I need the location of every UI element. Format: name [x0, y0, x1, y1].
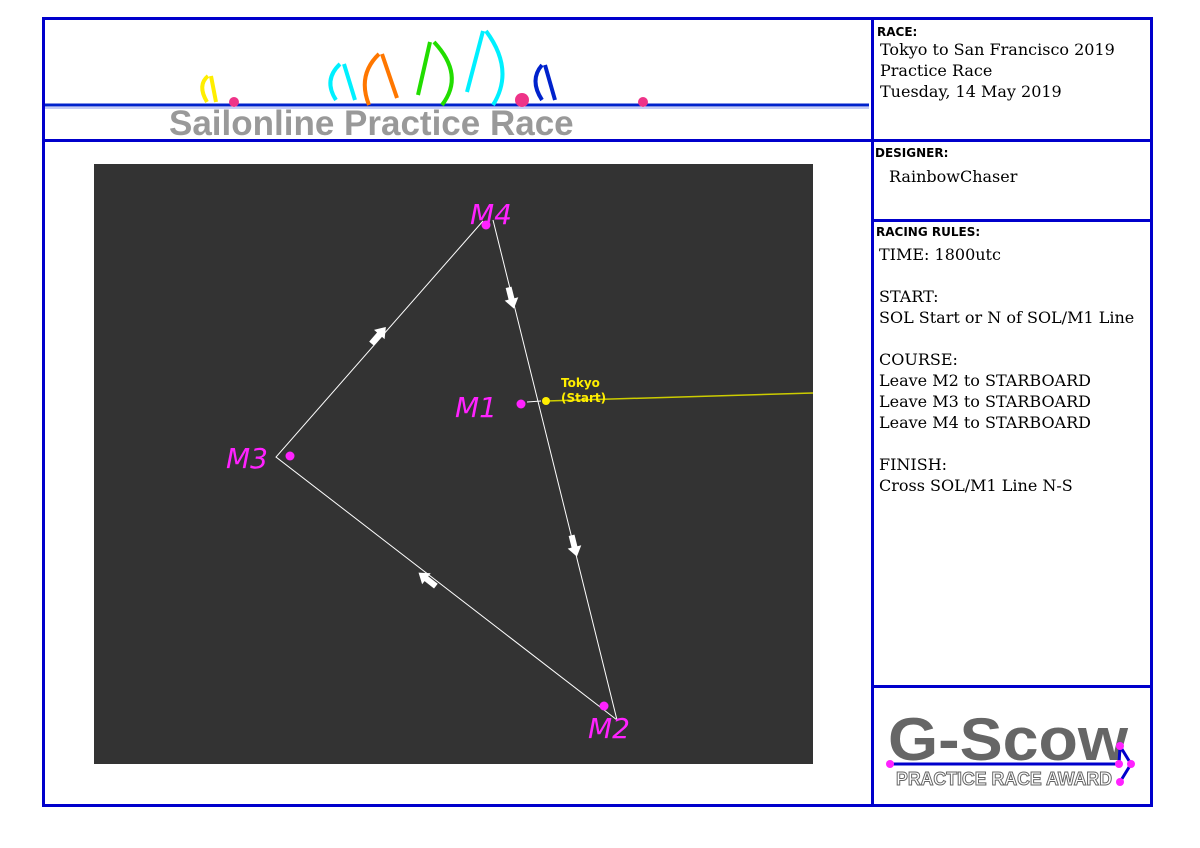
rules-line	[879, 328, 1134, 349]
rules-line	[879, 433, 1134, 454]
course-lines	[275, 219, 618, 722]
mark-m2-label: M2	[588, 712, 630, 745]
rules-line: START:	[879, 287, 939, 306]
banner-title: Sailonline Practice Race	[169, 104, 574, 138]
mark-m4-dot	[481, 220, 491, 230]
mark-m2-dot	[599, 701, 609, 711]
race-type: Practice Race	[880, 61, 993, 80]
banner-dot	[515, 93, 529, 107]
start-point[interactable]	[542, 397, 550, 405]
award-logo: G-Scow PRACTICE RACE AWARD	[886, 706, 1135, 790]
mark-m4-label: M4	[470, 198, 512, 231]
mark-m3-dot	[285, 451, 295, 461]
rules-line: TIME: 1800utc	[879, 245, 1001, 264]
course-map[interactable]: M4 M1 M3 M2 Tokyo (Start)	[94, 164, 814, 764]
rules-line: Leave M2 to STARBOARD	[879, 371, 1091, 390]
rules-line: FINISH:	[879, 455, 948, 474]
arrow-icon	[418, 572, 438, 589]
designer-label: DESIGNER:	[875, 146, 949, 160]
award-title: G-Scow	[888, 706, 1128, 773]
rules-line: Cross SOL/M1 Line N-S	[879, 476, 1073, 495]
rules-line: COURSE:	[879, 350, 958, 369]
course-arrows	[369, 286, 582, 589]
rules-line: SOL Start or N of SOL/M1 Line	[879, 308, 1135, 327]
rules-label: RACING RULES:	[876, 225, 981, 239]
rules-text: TIME: 1800utc START: SOL Start or N of S…	[879, 244, 1134, 496]
mark-m3-label: M3	[226, 442, 268, 475]
award-subtitle: PRACTICE RACE AWARD	[896, 769, 1112, 789]
arrow-icon	[504, 286, 519, 309]
banner-logo: Sailonline Practice Race	[45, 29, 869, 138]
arrow-icon	[567, 534, 582, 557]
mark-m1-label: M1	[455, 391, 497, 424]
start-line	[545, 392, 814, 402]
arrow-icon	[369, 326, 386, 346]
mark-m1-dot	[516, 399, 526, 409]
start-sublabel: (Start)	[561, 391, 606, 405]
race-name: Tokyo to San Francisco 2019	[880, 40, 1115, 59]
rules-line: Leave M4 to STARBOARD	[879, 413, 1091, 432]
banner-dot	[638, 97, 648, 107]
banner-dot	[229, 97, 239, 107]
award-panel	[871, 685, 1153, 807]
race-date: Tuesday, 14 May 2019	[880, 82, 1062, 101]
rules-line: Leave M3 to STARBOARD	[879, 392, 1091, 411]
start-label: Tokyo	[561, 376, 600, 390]
race-label: RACE:	[877, 25, 918, 39]
designer-name: RainbowChaser	[889, 167, 1018, 186]
rules-line	[879, 265, 1134, 286]
